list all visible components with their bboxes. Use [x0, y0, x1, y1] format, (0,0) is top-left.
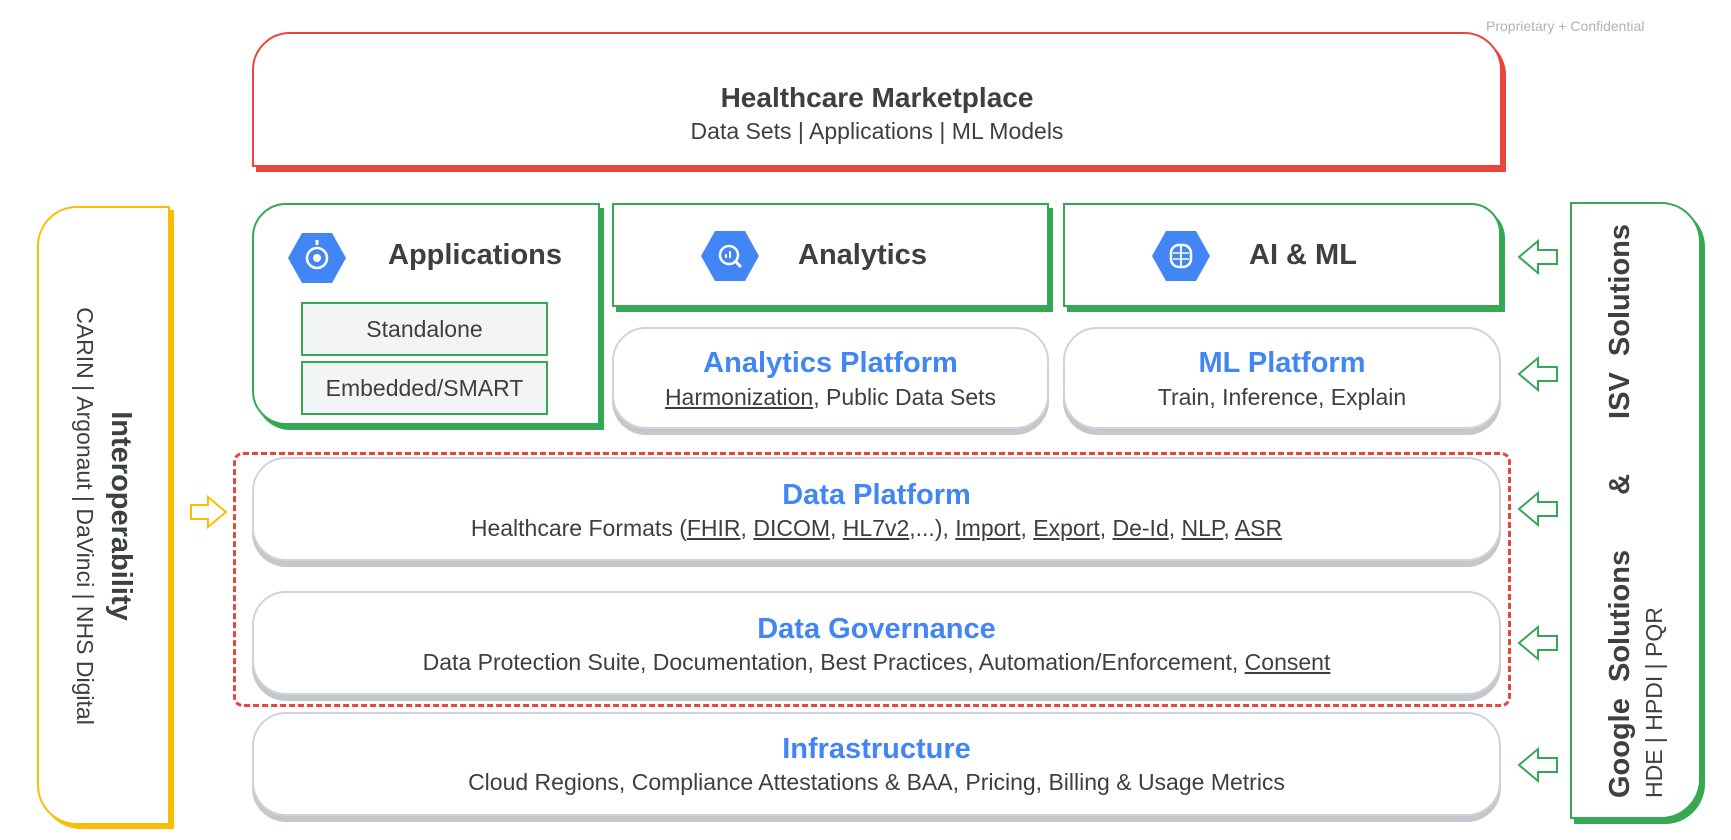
analytics-title: Analytics: [798, 239, 927, 271]
outline-arrow-icon: [1517, 624, 1558, 662]
data-platform-title: Data Platform: [782, 479, 971, 511]
outline-arrow-icon: [1517, 355, 1558, 393]
applications-card: Applications Standalone Embedded/SMART: [252, 203, 600, 425]
data-governance-box: Data Governance Data Protection Suite, D…: [252, 591, 1501, 695]
embedded-smart-item: Embedded/SMART: [301, 361, 548, 415]
asr-link[interactable]: ASR: [1234, 515, 1283, 541]
analytics-platform-title: Analytics Platform: [703, 347, 958, 379]
data-foundation-region: [233, 452, 1511, 707]
outline-arrow-icon: [1517, 238, 1558, 276]
dicom-link[interactable]: DICOM: [753, 515, 830, 541]
analytics-platform-subtitle: Harmonization, Public Data Sets: [664, 384, 997, 410]
gear-hex-icon: [288, 233, 346, 283]
outline-arrow-icon: [1517, 746, 1558, 784]
data-platform-box: Data Platform Healthcare Formats (FHIR, …: [252, 457, 1501, 561]
analytics-hex-icon: [701, 231, 759, 281]
data-governance-title: Data Governance: [757, 613, 996, 645]
analytics-card: Analytics: [612, 203, 1049, 307]
aiml-card: AI & ML: [1063, 203, 1501, 307]
nlp-link[interactable]: NLP: [1181, 515, 1224, 541]
ml-platform-title: ML Platform: [1198, 347, 1366, 379]
confidential-label: Proprietary + Confidential: [1486, 18, 1645, 34]
infrastructure-subtitle: Cloud Regions, Compliance Attestations &…: [468, 769, 1285, 795]
standalone-item: Standalone: [301, 302, 548, 356]
outline-arrow-icon: [1517, 490, 1558, 528]
ml-platform-subtitle: Train, Inference, Explain: [1157, 384, 1407, 410]
solutions-box: Google Solutions & ISV Solutions HDE | HPD…: [1570, 202, 1701, 819]
infrastructure-box: Infrastructure Cloud Regions, Compliance…: [252, 712, 1501, 816]
interoperability-subtitle: CARIN | Argonaut | DaVinci | NHS Digital: [71, 306, 98, 725]
interoperability-title: Interoperability: [104, 410, 137, 621]
data-governance-subtitle: Data Protection Suite, Documentation, Be…: [422, 649, 1331, 675]
isv-solutions-title: ISV Solutions: [1603, 223, 1636, 419]
infrastructure-title: Infrastructure: [782, 733, 971, 765]
harmonization-link[interactable]: Harmonization: [664, 384, 814, 410]
analytics-platform-box: Analytics Platform Harmonization, Public…: [612, 327, 1049, 429]
marketplace-box: Healthcare Marketplace Data Sets | Appli…: [252, 32, 1502, 167]
interoperability-box: Interoperability CARIN | Argonaut | DaVi…: [37, 206, 170, 825]
brain-hex-icon: [1152, 231, 1210, 281]
solutions-label: Google Solutions & ISV Solutions HDE | HPD…: [1604, 223, 1668, 797]
interoperability-label: Interoperability CARIN | Argonaut | DaVi…: [71, 307, 137, 725]
hl7v2-link[interactable]: HL7v2: [842, 515, 910, 541]
solutions-ampersand: &: [1603, 473, 1636, 495]
de-id-link[interactable]: De-Id: [1112, 515, 1169, 541]
fhir-link[interactable]: FHIR: [686, 515, 741, 541]
data-platform-subtitle: Healthcare Formats (FHIR, DICOM, HL7v2,.…: [470, 515, 1283, 541]
solutions-title: Google Solutions & ISV Solutions: [1604, 223, 1637, 797]
outline-arrow-icon: [190, 494, 228, 530]
ml-platform-box: ML Platform Train, Inference, Explain: [1063, 327, 1501, 429]
google-solutions-title: Google Solutions: [1603, 549, 1636, 798]
import-link[interactable]: Import: [955, 515, 1021, 541]
export-link[interactable]: Export: [1033, 515, 1100, 541]
applications-title: Applications: [388, 239, 563, 271]
marketplace-title: Healthcare Marketplace: [720, 82, 1034, 113]
consent-link[interactable]: Consent: [1244, 649, 1331, 675]
marketplace-subtitle: Data Sets | Applications | ML Models: [690, 118, 1064, 144]
aiml-title: AI & ML: [1249, 239, 1357, 271]
solutions-subtitle: HDE | HPDI | PQR: [1640, 606, 1667, 798]
